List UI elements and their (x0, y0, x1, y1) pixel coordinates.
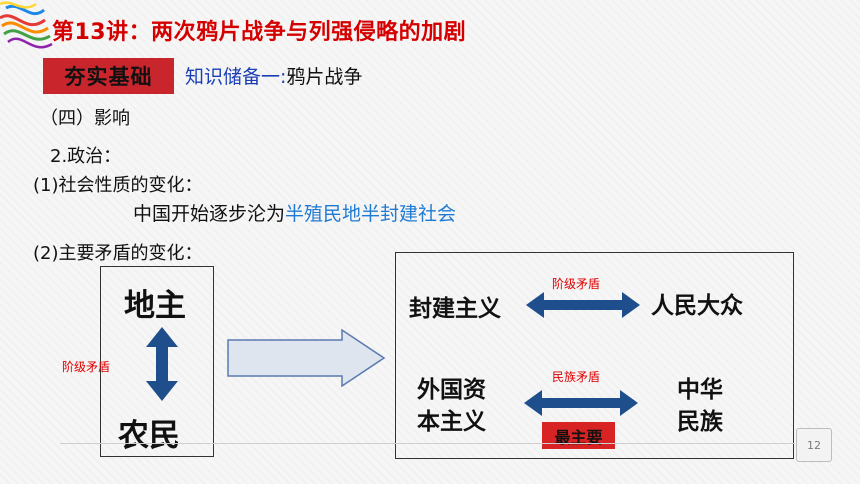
most-important-tag: 最主要 (542, 422, 615, 449)
footer-divider (60, 443, 795, 444)
subheading: 知识储备一:鸦片战争 (185, 62, 362, 89)
vertical-double-arrow-icon (146, 327, 178, 401)
left-relation-label: 阶级矛盾 (62, 360, 111, 374)
landlord-label: 地主 (124, 288, 186, 324)
section-heading: （四）影响 (40, 108, 130, 129)
item-main-contradiction: (2)主要矛盾的变化： (33, 243, 203, 264)
right-arrow-icon (227, 328, 386, 388)
chinese-nation-line2: 民族 (677, 409, 723, 435)
subheading-prefix: 知识储备一: (185, 66, 287, 88)
subheading-topic: 鸦片战争 (286, 66, 363, 88)
horizontal-double-arrow-icon-2 (524, 390, 638, 416)
point-politics: 2.政治： (50, 146, 122, 167)
social-nature-line: 中国开始逐步沦为半殖民地半封建社会 (133, 199, 456, 226)
right-contradiction-box (395, 252, 794, 459)
horizontal-double-arrow-icon (526, 292, 640, 318)
left-contradiction-box (100, 266, 214, 457)
feudalism-label: 封建主义 (409, 296, 501, 322)
row1-relation-label: 阶级矛盾 (552, 277, 601, 291)
page-number: 12 (796, 428, 832, 462)
item-social-nature: (1)社会性质的变化： (33, 175, 203, 196)
section-badge: 夯实基础 (43, 58, 174, 94)
social-nature-prefix: 中国开始逐步沦为 (133, 203, 286, 225)
foreign-capitalism-line2: 本主义 (417, 409, 486, 435)
foreign-capitalism-line1: 外国资 (417, 377, 486, 403)
social-nature-highlight: 半殖民地半封建社会 (285, 203, 457, 225)
slide-title: 第13讲：两次鸦片战争与列强侵略的加剧 (52, 20, 467, 45)
peasant-label: 农民 (118, 418, 180, 454)
masses-label: 人民大众 (651, 293, 743, 319)
ribbon-decoration-icon (0, 1, 53, 49)
row2-relation-label: 民族矛盾 (552, 370, 601, 384)
chinese-nation-line1: 中华 (677, 377, 723, 403)
